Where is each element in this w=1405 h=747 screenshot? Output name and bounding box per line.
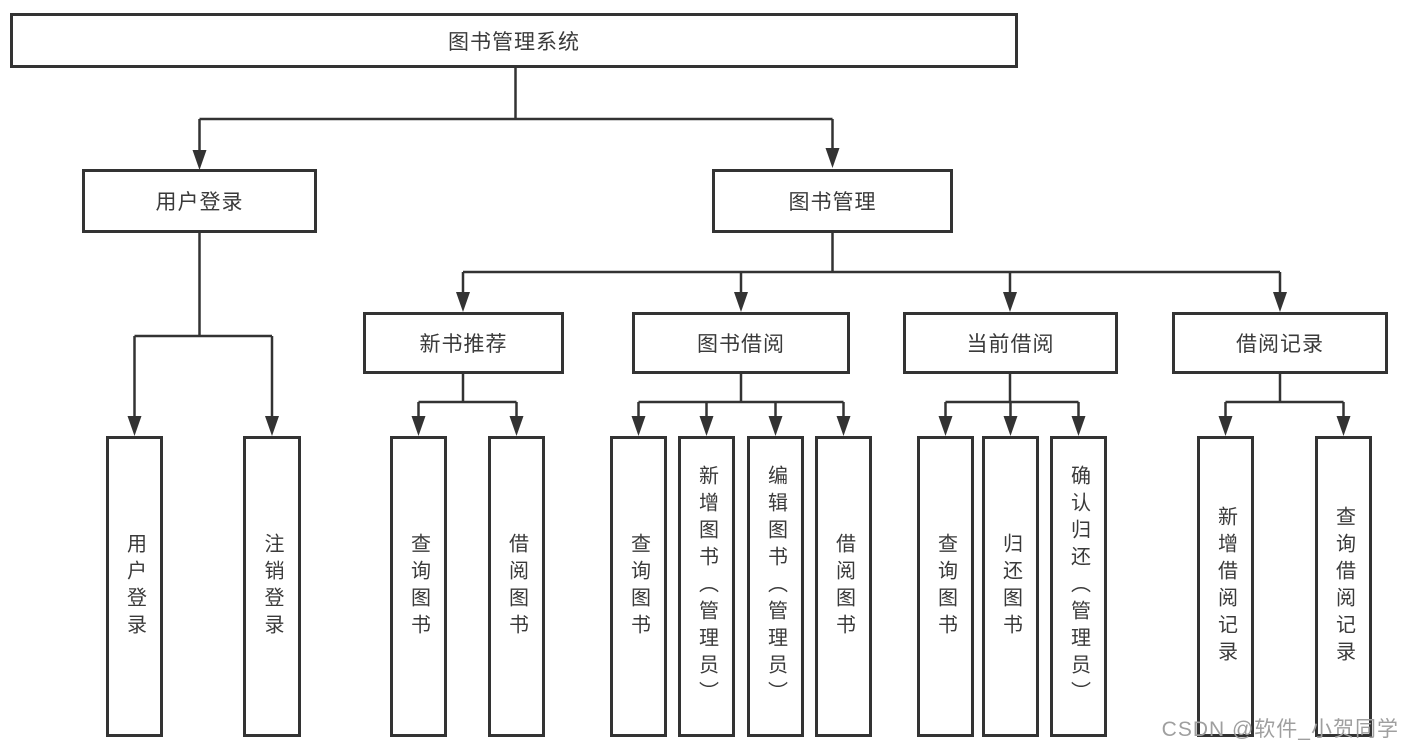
node-label: 新书推荐 <box>419 333 508 356</box>
node-user-login: 用户登录 <box>82 169 317 233</box>
node-label: 用户登录 <box>123 532 146 641</box>
node-label: 查询图书 <box>407 532 430 641</box>
node-label: 新增借阅记录 <box>1214 505 1237 668</box>
leaf-current-confirm-return-admin: 确认归还（管理员） <box>1050 436 1107 737</box>
node-label: 借阅图书 <box>832 532 855 641</box>
node-label: 图书借阅 <box>697 333 785 356</box>
node-label: 查询借阅记录 <box>1332 505 1355 668</box>
node-label: 编辑图书（管理员） <box>764 465 787 708</box>
csdn-watermark: CSDN @软件_小贺同学 <box>1161 718 1399 741</box>
leaf-current-return-books: 归还图书 <box>982 436 1039 737</box>
leaf-user-login: 用户登录 <box>106 436 163 737</box>
leaf-recommend-borrow-books: 借阅图书 <box>488 436 545 737</box>
leaf-records-add-borrow-record: 新增借阅记录 <box>1197 436 1254 737</box>
leaf-current-query-books: 查询图书 <box>917 436 974 737</box>
node-label: 确认归还（管理员） <box>1067 465 1090 708</box>
leaf-borrowing-query-books: 查询图书 <box>610 436 667 737</box>
node-book-borrowing: 图书借阅 <box>632 312 850 374</box>
node-label: 归还图书 <box>999 532 1022 641</box>
leaf-records-query-borrow-record: 查询借阅记录 <box>1315 436 1372 737</box>
node-label: 图书管理系统 <box>448 30 580 54</box>
node-label: 查询图书 <box>934 532 957 641</box>
node-label: 借阅记录 <box>1236 333 1324 356</box>
node-book-management: 图书管理 <box>712 169 953 233</box>
node-label: 用户登录 <box>155 191 244 214</box>
leaf-borrowing-add-book-admin: 新增图书（管理员） <box>678 436 735 737</box>
node-library-management-system: 图书管理系统 <box>10 13 1018 68</box>
leaf-recommend-query-books: 查询图书 <box>390 436 447 737</box>
leaf-borrowing-borrow-books: 借阅图书 <box>815 436 872 737</box>
node-label: 注销登录 <box>261 532 283 641</box>
node-label: 当前借阅 <box>966 333 1055 356</box>
node-label: 查询图书 <box>627 532 650 641</box>
node-current-borrowing: 当前借阅 <box>903 312 1118 374</box>
node-label: 图书管理 <box>788 191 877 214</box>
leaf-logout-login: 注销登录 <box>243 436 301 737</box>
node-new-book-recommendation: 新书推荐 <box>363 312 564 374</box>
leaf-borrowing-edit-book-admin: 编辑图书（管理员） <box>747 436 804 737</box>
node-label: 借阅图书 <box>505 532 528 641</box>
node-label: 新增图书（管理员） <box>695 465 718 708</box>
node-borrowing-records: 借阅记录 <box>1172 312 1388 374</box>
